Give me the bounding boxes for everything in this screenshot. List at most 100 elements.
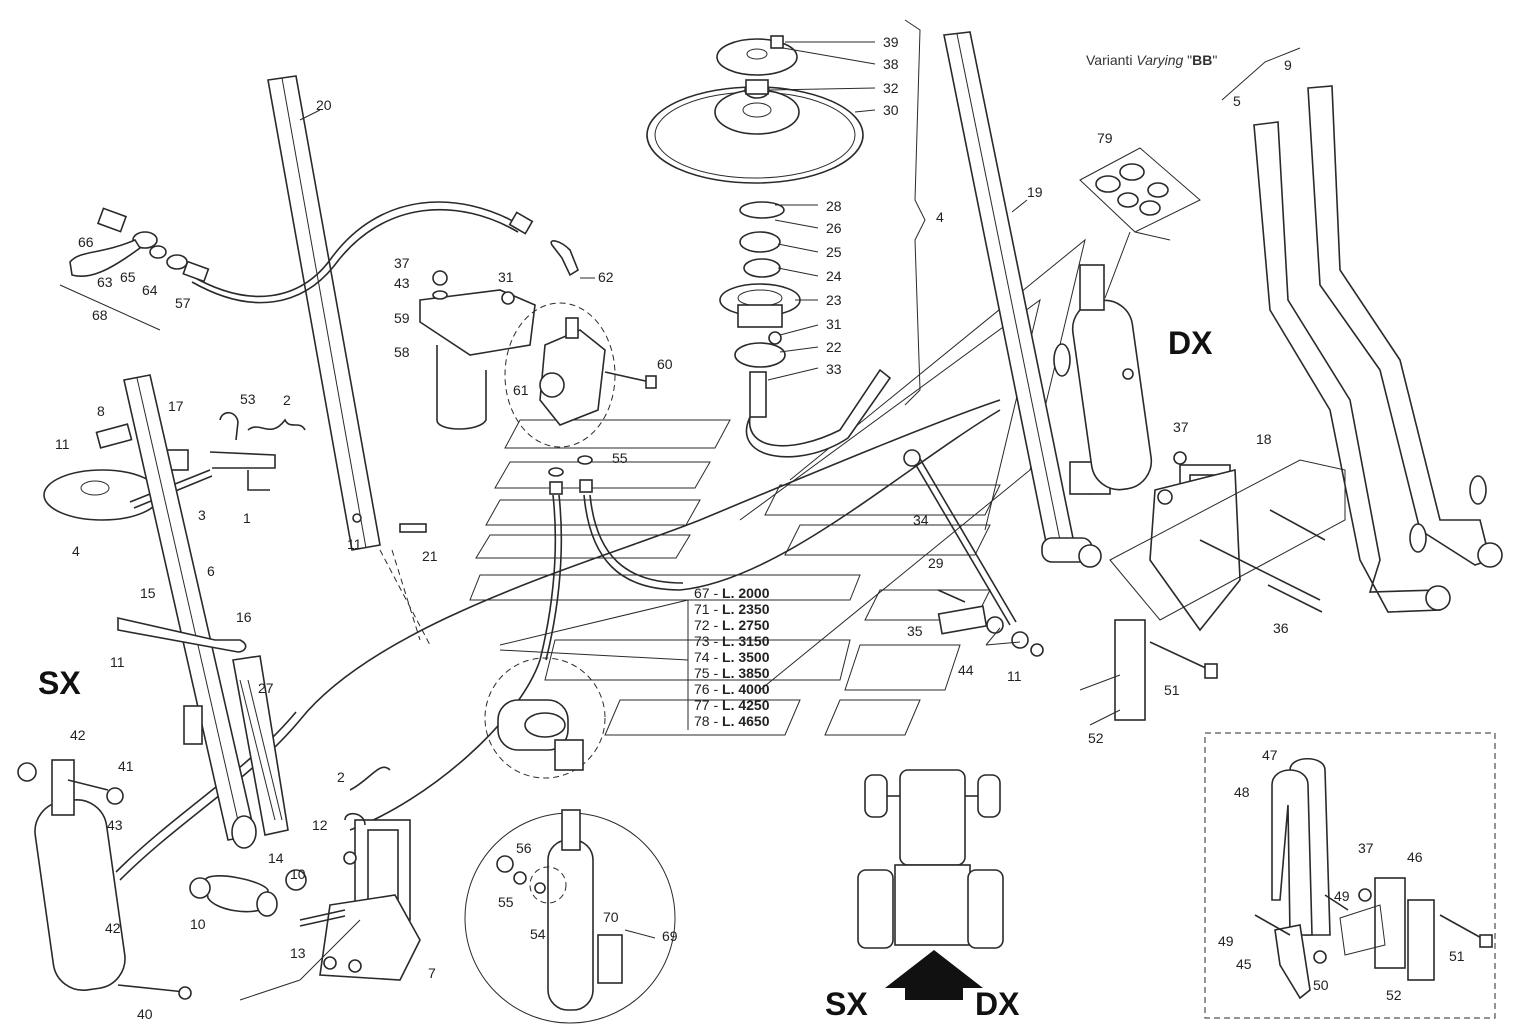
hose-length-row: 77 - L. 4250 [694, 697, 770, 713]
tube-20 [267, 75, 431, 646]
part-number: 42 [105, 920, 121, 936]
part-number: 56 [516, 840, 532, 856]
part-number: 29 [928, 555, 944, 571]
part-number: 48 [1234, 784, 1250, 800]
side-label-right: DX [1168, 325, 1213, 361]
part-number: 17 [168, 398, 184, 414]
part-number: 59 [394, 310, 410, 326]
hose-length-row: 78 - L. 4650 [694, 713, 770, 729]
part-number: 57 [175, 295, 191, 311]
part-number: 37 [1358, 840, 1374, 856]
part-number: 43 [107, 817, 123, 833]
part-number: 36 [1273, 620, 1289, 636]
part-number: 41 [118, 758, 134, 774]
part-number: 50 [1313, 977, 1329, 993]
part-number: 51 [1164, 682, 1180, 698]
part-number: 8 [97, 403, 105, 419]
part-number: 47 [1262, 747, 1278, 763]
part-number: 23 [826, 292, 842, 308]
hose-upper [189, 201, 534, 304]
hose-length-row: 73 - L. 3150 [694, 633, 770, 649]
part-number: 55 [612, 450, 628, 466]
callout-numbers: 39 38 32 30 28 26 25 24 23 31 22 33 4 20… [55, 34, 1465, 1022]
part-number: 15 [140, 585, 156, 601]
part-number: 52 [1386, 987, 1402, 1003]
part-number: 33 [826, 361, 842, 377]
tractor-label-right: DX [975, 986, 1020, 1022]
part-number: 27 [258, 680, 274, 696]
part-number: 3 [198, 507, 206, 523]
side-label-left: SX [38, 665, 81, 701]
part-number: 30 [883, 102, 899, 118]
part-number: 43 [394, 275, 410, 291]
control-valve [419, 240, 657, 495]
part-number: 4 [936, 209, 944, 225]
tractor-label-left: SX [825, 986, 868, 1022]
part-number: 52 [1088, 730, 1104, 746]
part-number: 65 [120, 269, 136, 285]
bracket-18 [1109, 451, 1346, 721]
hose-length-table: 67 - L. 2000 71 - L. 2350 72 - L. 2750 7… [694, 585, 770, 729]
part-number: 10 [190, 916, 206, 932]
part-number: 13 [290, 945, 306, 961]
part-number: 58 [394, 344, 410, 360]
part-number: 55 [498, 894, 514, 910]
part-number: 68 [92, 307, 108, 323]
link-34 [903, 449, 1044, 657]
part-number: 5 [1233, 93, 1241, 109]
hose-length-row: 72 - L. 2750 [694, 617, 770, 633]
part-number: 69 [662, 928, 678, 944]
hose-length-row: 75 - L. 3850 [694, 665, 770, 681]
part-number: 20 [316, 97, 332, 113]
part-number: 39 [883, 34, 899, 50]
part-number: 26 [826, 220, 842, 236]
part-number: 7 [428, 965, 436, 981]
part-number: 31 [498, 269, 514, 285]
part-number: 53 [240, 391, 256, 407]
part-number: 38 [883, 56, 899, 72]
disk-hub-assembly [646, 35, 892, 458]
part-number: 11 [55, 436, 70, 452]
part-number: 6 [207, 563, 215, 579]
part-number: 14 [268, 850, 284, 866]
detail-69 [464, 657, 676, 1024]
part-number: 45 [1236, 956, 1252, 972]
coupling-set [59, 207, 210, 331]
part-number: 44 [958, 662, 974, 678]
part-number: 37 [394, 255, 410, 271]
hose-length-row: 74 - L. 3500 [694, 649, 770, 665]
part-number: 10 [290, 866, 306, 882]
part-number: 18 [1256, 431, 1272, 447]
part-number: 60 [657, 356, 673, 372]
part-number: 16 [236, 609, 252, 625]
hose-length-row: 71 - L. 2350 [694, 601, 770, 617]
part-number: 4 [72, 543, 80, 559]
part-number: 12 [312, 817, 328, 833]
part-number: 54 [530, 926, 546, 942]
part-number: 19 [1027, 184, 1043, 200]
variant-note: Varianti Varying "BB" [1086, 52, 1217, 68]
part-number: 9 [1284, 57, 1292, 73]
hose-length-row: 76 - L. 4000 [694, 681, 770, 697]
part-number: 61 [513, 382, 529, 398]
frame-6 [117, 374, 289, 849]
part-number: 2 [337, 769, 345, 785]
part-number: 37 [1173, 419, 1189, 435]
part-number: 32 [883, 80, 899, 96]
part-number: 42 [70, 727, 86, 743]
part-number: 2 [283, 392, 291, 408]
part-number: 21 [422, 548, 438, 564]
part-number: 25 [826, 244, 842, 260]
part-number: 49 [1218, 933, 1234, 949]
part-number: 11 [347, 536, 362, 552]
part-number: 49 [1334, 888, 1350, 904]
part-number: 51 [1449, 948, 1465, 964]
part-number: 64 [142, 282, 158, 298]
hose-length-row: 67 - L. 2000 [694, 585, 770, 601]
part-number: 66 [78, 234, 94, 250]
part-number: 62 [598, 269, 614, 285]
part-number: 40 [137, 1006, 153, 1022]
part-number: 11 [110, 654, 125, 670]
